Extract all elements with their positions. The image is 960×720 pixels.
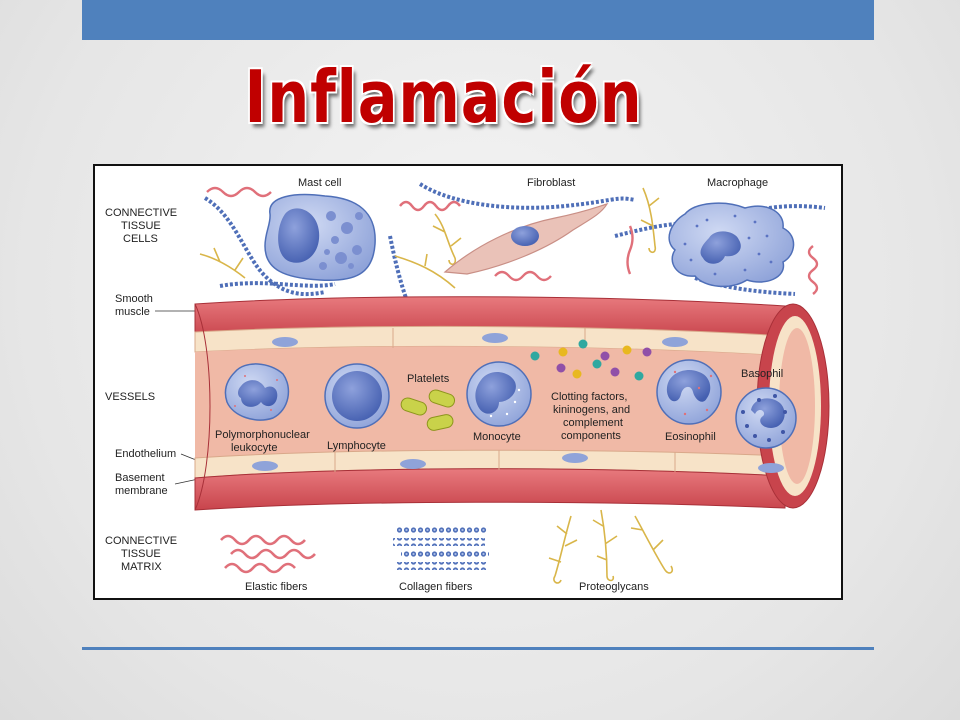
label-vessels: VESSELS [105, 391, 155, 403]
collagen-fibers [393, 526, 489, 570]
label-pmn: Polymorphonuclear [215, 429, 310, 441]
label-lymphocyte: Lymphocyte [327, 440, 386, 452]
label-smooth-muscle: Smooth muscle [115, 293, 200, 318]
label-basement-membrane: Basement membrane [115, 472, 204, 497]
bottom-accent-rule [82, 647, 874, 650]
proteoglycans [548, 509, 674, 584]
label-elastic-fibers: Elastic fibers [245, 581, 308, 593]
label-platelets: Platelets [407, 373, 450, 385]
label-line: Endothelium [115, 448, 176, 460]
basophil [735, 387, 797, 449]
label-line: CONNECTIVE [105, 207, 177, 219]
label-line: kininogens, and [553, 404, 630, 416]
label-line: components [561, 430, 621, 442]
label-line: Clotting factors, [551, 391, 627, 403]
mast-cell [264, 193, 376, 282]
clotting-factors [530, 339, 652, 381]
platelets [400, 389, 456, 431]
label-line: Smooth [115, 293, 153, 305]
label-basophil: Basophil [741, 368, 783, 380]
label-fibroblast: Fibroblast [527, 177, 575, 189]
label-line: TISSUE [121, 220, 161, 232]
slide-title: Inflamación [244, 55, 643, 139]
label-mast-cell: Mast cell [298, 177, 341, 189]
top-accent-band [82, 0, 874, 40]
label-line: muscle [115, 306, 150, 318]
macrophage [668, 202, 795, 288]
label-line: TISSUE [121, 548, 161, 560]
label-monocyte: Monocyte [473, 431, 521, 443]
lymphocyte [324, 363, 390, 429]
elastic-fibers [220, 534, 316, 574]
label-proteoglycans: Proteoglycans [579, 581, 649, 593]
label-pmn-line2: leukocyte [231, 442, 277, 454]
label-line: membrane [115, 485, 168, 497]
label-eosinophil: Eosinophil [665, 431, 716, 443]
label-connective-tissue-cells: CONNECTIVE TISSUE CELLS [105, 207, 177, 245]
label-line: CELLS [123, 233, 158, 245]
label-clotting-factors: Clotting factors, kininogens, and comple… [551, 391, 630, 442]
label-line: complement [563, 417, 623, 429]
label-line: CONNECTIVE [105, 535, 177, 547]
label-connective-tissue-matrix: CONNECTIVE TISSUE MATRIX [105, 535, 177, 573]
label-macrophage: Macrophage [707, 177, 768, 189]
label-line: MATRIX [121, 561, 162, 573]
monocyte [466, 361, 532, 427]
inflammation-diagram: CONNECTIVE TISSUE CELLS Smooth muscle VE… [93, 164, 843, 600]
label-collagen-fibers: Collagen fibers [399, 581, 473, 593]
fibroblast [443, 203, 609, 275]
diagram-canvas: CONNECTIVE TISSUE CELLS Smooth muscle VE… [105, 177, 830, 593]
label-line: Basement [115, 472, 165, 484]
eosinophil [656, 359, 722, 425]
label-endothelium: Endothelium [115, 448, 202, 463]
polymorphonuclear-leukocyte [224, 363, 290, 421]
